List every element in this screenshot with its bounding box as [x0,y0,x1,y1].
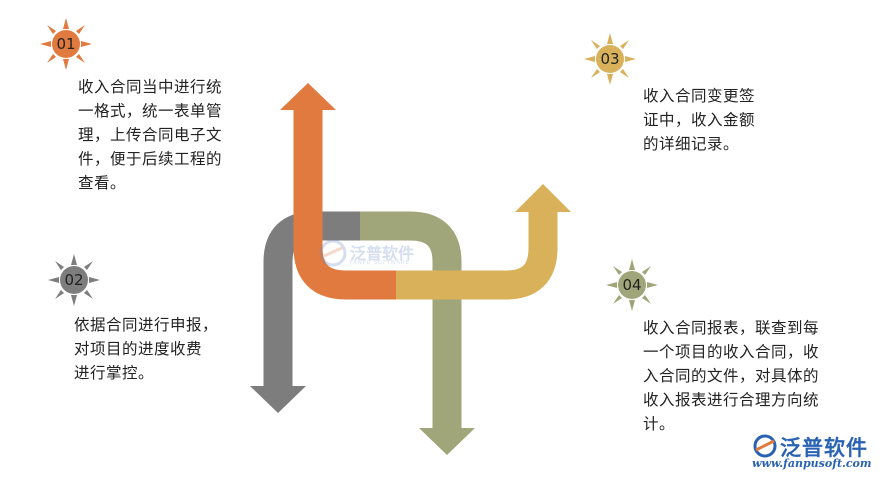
sun-badge-icon [584,33,636,85]
text-line: 件，便于后续工程的 [78,150,223,168]
text-line: 一格式，统一表单管 [78,102,223,120]
badge-04: 04 [605,258,659,312]
step-03-text: 收入合同变更签 证中，收入金额 的详细记录。 [643,84,755,156]
text-line: 查看。 [78,174,127,192]
center-watermark: 泛普软件 FANPU SOFTWARE [318,238,414,272]
badge-number: 02 [64,271,84,289]
text-line: 收入合同报表，联查到每 [643,319,820,337]
text-line: 收入合同当中进行统 [78,78,223,96]
olive-arrow-shaft [360,211,462,432]
text-line: 收入合同变更签 [643,87,756,105]
text-line: 收入报表进行合理方向统 [643,391,820,409]
badge-number: 03 [600,50,620,68]
text-line: 一个项目的收入合同，收 [643,343,820,361]
orange-arrow-shaft [293,106,398,300]
badge-02: 02 [47,253,101,307]
text-line: 理，上传合同电子文 [78,126,223,144]
text-line: 入合同的文件，对具体的 [643,367,820,385]
text-line: 计。 [643,415,676,433]
step-04-text: 收入合同报表，联查到每 一个项目的收入合同，收 入合同的文件，对具体的 收入报表… [643,316,819,436]
watermark-sub: FANPU SOFTWARE [350,260,410,266]
text-line: 依据合同进行申报， [74,316,219,334]
brand-name: 泛普软件 [780,436,868,460]
brand-logo-icon [753,434,777,458]
text-line: 进行掌控。 [74,364,155,382]
gold-arrow-shaft [396,208,558,300]
badge-03: 03 [583,32,637,86]
step-01-text: 收入合同当中进行统 一格式，统一表单管 理，上传合同电子文 件，便于后续工程的 … [78,75,222,195]
text-line: 证中，收入金额 [643,111,756,129]
gold-arrow-head [515,184,571,212]
brand-url: www.fanpusoft.com [752,457,872,470]
badge-number: 04 [622,276,642,294]
sun-badge-icon [48,254,100,306]
sun-badge-icon [606,259,658,311]
sun-badge-icon [40,18,92,70]
brand-logo: 泛普软件 www.fanpusoft.com [752,434,876,474]
watermark-name: 泛普软件 [350,244,415,263]
watermark-logo-icon [319,239,347,267]
step-02-text: 依据合同进行申报， 对项目的进度收费 进行掌控。 [74,313,218,385]
badge-number: 01 [56,35,76,53]
text-line: 的详细记录。 [643,135,740,153]
text-line: 对项目的进度收费 [74,340,203,358]
orange-arrow-head [280,83,336,110]
olive-arrow-head [419,428,475,455]
badge-01: 01 [39,17,93,71]
gray-arrow-head [250,386,306,413]
